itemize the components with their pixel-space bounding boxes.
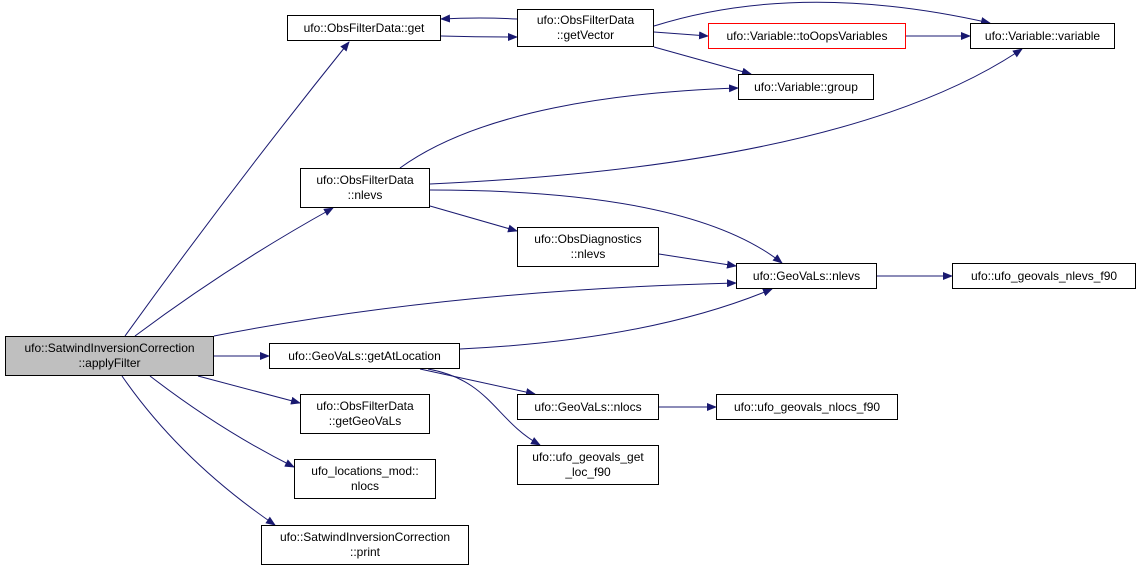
node-variable-tooopsvariables[interactable]: ufo::Variable::toOopsVariables: [708, 23, 906, 49]
edge-apply-filter-to-satwind-print: [121, 375, 276, 526]
node-variable-group-line-1: ufo::Variable::group: [754, 79, 858, 94]
edge-apply-filter-to-obsfilterdata-nlevs: [134, 207, 334, 337]
edge-obsfilterdata-getvector-to-variable-group: [653, 46, 752, 76]
node-geovals-nlevs-line-1: ufo::GeoVaLs::nlevs: [752, 268, 861, 283]
node-obsdiagnostics-nlevs[interactable]: ufo::ObsDiagnostics ::nlevs: [517, 227, 659, 267]
node-variable-group[interactable]: ufo::Variable::group: [738, 74, 874, 100]
node-satwind-print-line-1: ufo::SatwindInversionCorrection: [279, 530, 451, 544]
node-obsfilterdata-getvector-line-1: ufo::ObsFilterData: [536, 13, 635, 27]
edge-obsfilterdata-getvector-to-obsfilterdata-get: [440, 14, 518, 23]
node-geovals-nlocs[interactable]: ufo::GeoVaLs::nlocs: [517, 394, 659, 420]
edge-obsfilterdata-nlevs-to-geovals-nlevs: [429, 189, 783, 264]
node-apply-filter[interactable]: ufo::SatwindInversionCorrection ::applyF…: [5, 336, 214, 376]
node-obsdiagnostics-nlevs-line-2: ::nlevs: [570, 247, 606, 261]
node-obsfilterdata-getvector[interactable]: ufo::ObsFilterData ::getVector: [517, 9, 654, 47]
edge-apply-filter-to-geovals-nlevs: [213, 279, 737, 337]
node-obsfilterdata-get[interactable]: ufo::ObsFilterData::get: [287, 15, 441, 41]
node-variable-variable-line-1: ufo::Variable::variable: [984, 28, 1101, 43]
node-satwind-print-line-2: ::print: [349, 545, 380, 559]
edge-obsfilterdata-nlevs-to-variable-group: [399, 84, 739, 169]
node-obsfilterdata-getgeovals-line-2: ::getGeoVaLs: [328, 414, 402, 428]
node-ufo-geovals-nlevs-f90[interactable]: ufo::ufo_geovals_nlevs_f90: [952, 263, 1136, 289]
edge-apply-filter-to-locations-mod-nlocs: [149, 375, 295, 468]
node-obsfilterdata-nlevs-line-1: ufo::ObsFilterData: [316, 173, 414, 187]
node-geovals-nlevs[interactable]: ufo::GeoVaLs::nlevs: [736, 263, 877, 289]
node-variable-tooopsvariables-line-1: ufo::Variable::toOopsVariables: [726, 28, 888, 43]
node-satwind-print[interactable]: ufo::SatwindInversionCorrection ::print: [261, 525, 469, 565]
edge-geovals-getatlocation-to-ufo-geovals-get-loc-f90: [427, 368, 541, 446]
edge-obsfilterdata-get-to-obsfilterdata-getvector: [440, 32, 518, 41]
node-ufo-geovals-nlocs-f90[interactable]: ufo::ufo_geovals_nlocs_f90: [716, 394, 898, 420]
node-ufo-geovals-nlocs-f90-line-1: ufo::ufo_geovals_nlocs_f90: [733, 399, 881, 414]
node-variable-variable[interactable]: ufo::Variable::variable: [970, 23, 1115, 49]
node-apply-filter-line-1: ufo::SatwindInversionCorrection: [24, 341, 195, 355]
node-obsfilterdata-getgeovals-line-1: ufo::ObsFilterData: [316, 399, 414, 413]
node-ufo-geovals-get-loc-f90-line-2: _loc_f90: [565, 465, 611, 479]
node-ufo-geovals-nlevs-f90-line-1: ufo::ufo_geovals_nlevs_f90: [970, 268, 1118, 283]
node-locations-mod-nlocs[interactable]: ufo_locations_mod:: nlocs: [294, 459, 436, 499]
edge-geovals-getatlocation-to-geovals-nlevs: [459, 288, 773, 350]
node-geovals-nlocs-line-1: ufo::GeoVaLs::nlocs: [534, 399, 642, 414]
node-ufo-geovals-get-loc-f90-line-1: ufo::ufo_geovals_get: [532, 450, 644, 464]
node-obsfilterdata-get-line-1: ufo::ObsFilterData::get: [303, 20, 425, 35]
node-apply-filter-line-2: ::applyFilter: [78, 356, 141, 370]
edge-obsdiagnostics-nlevs-to-geovals-nlevs: [658, 253, 737, 269]
edge-apply-filter-to-obsfilterdata-getgeovals: [197, 375, 301, 405]
node-locations-mod-nlocs-line-2: nlocs: [350, 479, 379, 493]
node-geovals-getatlocation-line-1: ufo::GeoVaLs::getAtLocation: [288, 348, 441, 363]
edge-obsfilterdata-getvector-to-variable-tooopsvariables: [653, 31, 709, 40]
node-obsfilterdata-nlevs-line-2: ::nlevs: [347, 188, 383, 202]
node-ufo-geovals-get-loc-f90[interactable]: ufo::ufo_geovals_get _loc_f90: [517, 445, 659, 485]
edge-obsfilterdata-nlevs-to-obsdiagnostics-nlevs: [429, 205, 518, 233]
node-obsfilterdata-getgeovals[interactable]: ufo::ObsFilterData ::getGeoVaLs: [300, 394, 430, 434]
edge-obsfilterdata-getvector-to-variable-variable: [653, 1, 991, 27]
edge-geovals-getatlocation-to-geovals-nlocs: [419, 368, 536, 396]
node-obsfilterdata-nlevs[interactable]: ufo::ObsFilterData ::nlevs: [300, 168, 430, 208]
node-obsdiagnostics-nlevs-line-1: ufo::ObsDiagnostics: [534, 232, 642, 246]
edge-obsfilterdata-nlevs-to-variable-variable: [429, 48, 1023, 185]
node-locations-mod-nlocs-line-1: ufo_locations_mod::: [311, 464, 419, 478]
edge-apply-filter-to-obsfilterdata-get: [124, 41, 350, 337]
node-geovals-getatlocation[interactable]: ufo::GeoVaLs::getAtLocation: [269, 343, 460, 369]
node-obsfilterdata-getvector-line-2: ::getVector: [556, 28, 615, 42]
